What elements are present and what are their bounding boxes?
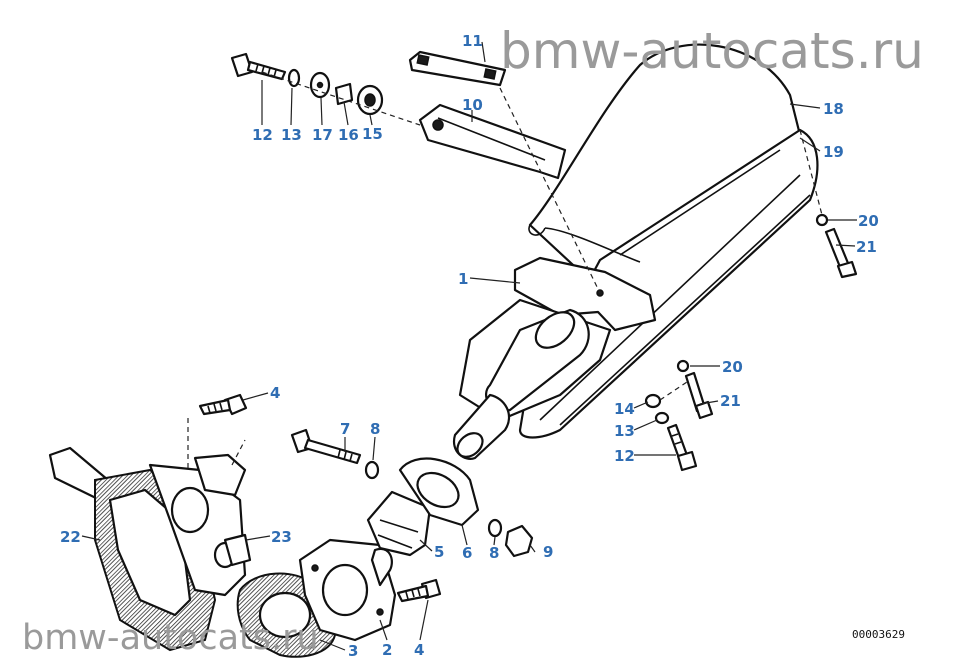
flange — [298, 538, 397, 642]
callout-13-top: 13 — [281, 126, 302, 144]
callout-19: 19 — [823, 143, 844, 161]
callout-4-top: 4 — [270, 384, 280, 402]
callout-20-mid: 20 — [722, 358, 743, 376]
callout-10: 10 — [462, 96, 483, 114]
callout-5: 5 — [434, 543, 444, 561]
screw-4-bottom — [396, 578, 442, 603]
washer-13-right — [654, 411, 670, 425]
callout-16: 16 — [338, 126, 359, 144]
washer-8a — [364, 460, 380, 480]
callout-11: 11 — [462, 32, 483, 50]
callout-12-right: 12 — [614, 447, 635, 465]
ring-flange — [398, 457, 480, 527]
washer-8b — [487, 518, 503, 538]
clamp-strip-11 — [408, 50, 507, 87]
callout-17: 17 — [312, 126, 333, 144]
washer-20-top — [815, 213, 829, 227]
callout-7: 7 — [340, 420, 350, 438]
washer-14 — [644, 393, 662, 409]
callout-22: 22 — [60, 528, 81, 546]
callout-21-mid: 21 — [720, 392, 741, 410]
bolt-7 — [290, 428, 362, 465]
screw-4-top — [198, 393, 248, 416]
callout-18: 18 — [823, 100, 844, 118]
callout-12-top: 12 — [252, 126, 273, 144]
callout-9: 9 — [543, 543, 553, 561]
watermark-bottom: bmw-autocats.ru — [22, 618, 319, 658]
callout-2: 2 — [382, 641, 392, 659]
watermark-top: bmw-autocats.ru — [500, 22, 924, 80]
leader-lines — [81, 41, 857, 651]
callout-3: 3 — [348, 642, 358, 660]
callout-14: 14 — [614, 400, 635, 418]
callout-6: 6 — [462, 544, 472, 562]
callout-8-left: 8 — [370, 420, 380, 438]
steering-shaft — [452, 308, 590, 460]
screw-21-top — [824, 227, 858, 279]
callout-4-bottom: 4 — [414, 641, 424, 659]
callout-13-right: 13 — [614, 422, 635, 440]
callout-1: 1 — [458, 270, 468, 288]
lower-housing — [48, 446, 252, 652]
screw-21-mid — [684, 371, 714, 420]
bolt-12-right — [666, 423, 698, 472]
callout-8-right: 8 — [489, 544, 499, 562]
callout-15: 15 — [362, 125, 383, 143]
clamp-strip-10 — [418, 103, 567, 180]
nut-9 — [504, 524, 534, 558]
callout-21-top: 21 — [856, 238, 877, 256]
callout-labels: 11 10 12 13 17 16 15 18 19 20 21 1 20 21… — [60, 32, 879, 660]
diagram-code: 00003629 — [852, 628, 905, 641]
callout-20-top: 20 — [858, 212, 879, 230]
callout-23: 23 — [271, 528, 292, 546]
washer-20-mid — [676, 359, 690, 373]
